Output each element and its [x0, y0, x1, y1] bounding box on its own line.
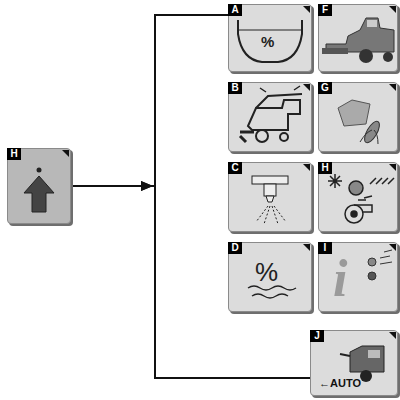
function-button: C — [228, 162, 312, 232]
icon-text: i — [333, 249, 347, 308]
function-button: G — [318, 82, 398, 152]
button-letter: F — [318, 4, 332, 16]
function-button: D% — [228, 242, 312, 312]
function-button: A% — [228, 4, 312, 72]
button-letter: I — [318, 242, 332, 254]
connector-line — [71, 15, 228, 186]
icon-text: % — [261, 33, 274, 50]
function-button: B — [228, 82, 312, 152]
function-button: H — [318, 162, 398, 232]
icon-text: ←AUTO — [319, 377, 361, 389]
button-letter: G — [318, 82, 332, 94]
button-letter: B — [228, 82, 242, 94]
connector — [71, 15, 228, 191]
arrowhead — [141, 181, 153, 191]
arrowhead — [141, 181, 153, 191]
button-letter: H — [7, 148, 21, 160]
button-letter: D — [228, 242, 242, 254]
button-letter: C — [228, 162, 242, 174]
button-letter: H — [318, 162, 332, 174]
icon-text: % — [255, 257, 278, 288]
menu-button: H — [7, 148, 71, 224]
button-letter: A — [228, 4, 242, 16]
function-button: Ii — [318, 242, 398, 312]
button-letter: J — [310, 330, 324, 342]
function-button: J ←AUTO — [310, 330, 398, 396]
function-button: F — [318, 4, 398, 72]
